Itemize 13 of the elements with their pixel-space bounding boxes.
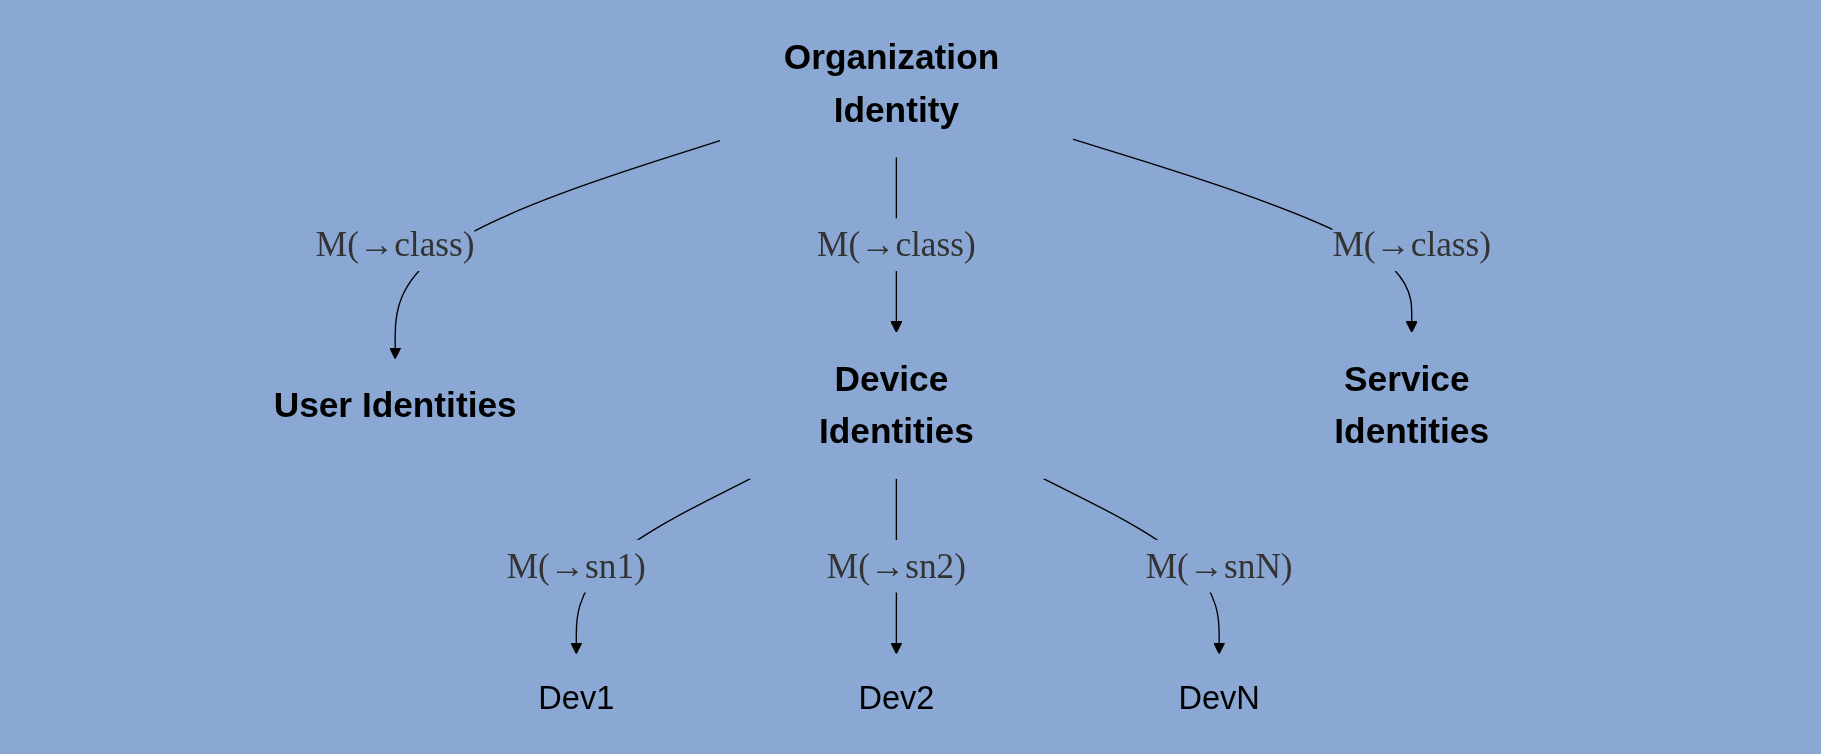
edge-label: M(→sn2) bbox=[826, 546, 966, 586]
edge-label: M(→class) bbox=[315, 225, 475, 265]
node-text: User Identities bbox=[273, 384, 517, 426]
edge-label: M(→snN) bbox=[1145, 546, 1293, 586]
node-text: Organization Identity bbox=[783, 36, 1000, 131]
node-text: DevN bbox=[1178, 679, 1260, 717]
node-text: Service Identities bbox=[1334, 358, 1490, 452]
node-text: Dev2 bbox=[858, 679, 935, 717]
edge-label: M(→class) bbox=[1332, 225, 1492, 265]
node-text: Dev1 bbox=[538, 679, 615, 717]
edge-label: M(→class) bbox=[817, 225, 976, 265]
node-text: Device Identities bbox=[818, 358, 974, 452]
edge-label: M(→sn1) bbox=[506, 546, 646, 586]
